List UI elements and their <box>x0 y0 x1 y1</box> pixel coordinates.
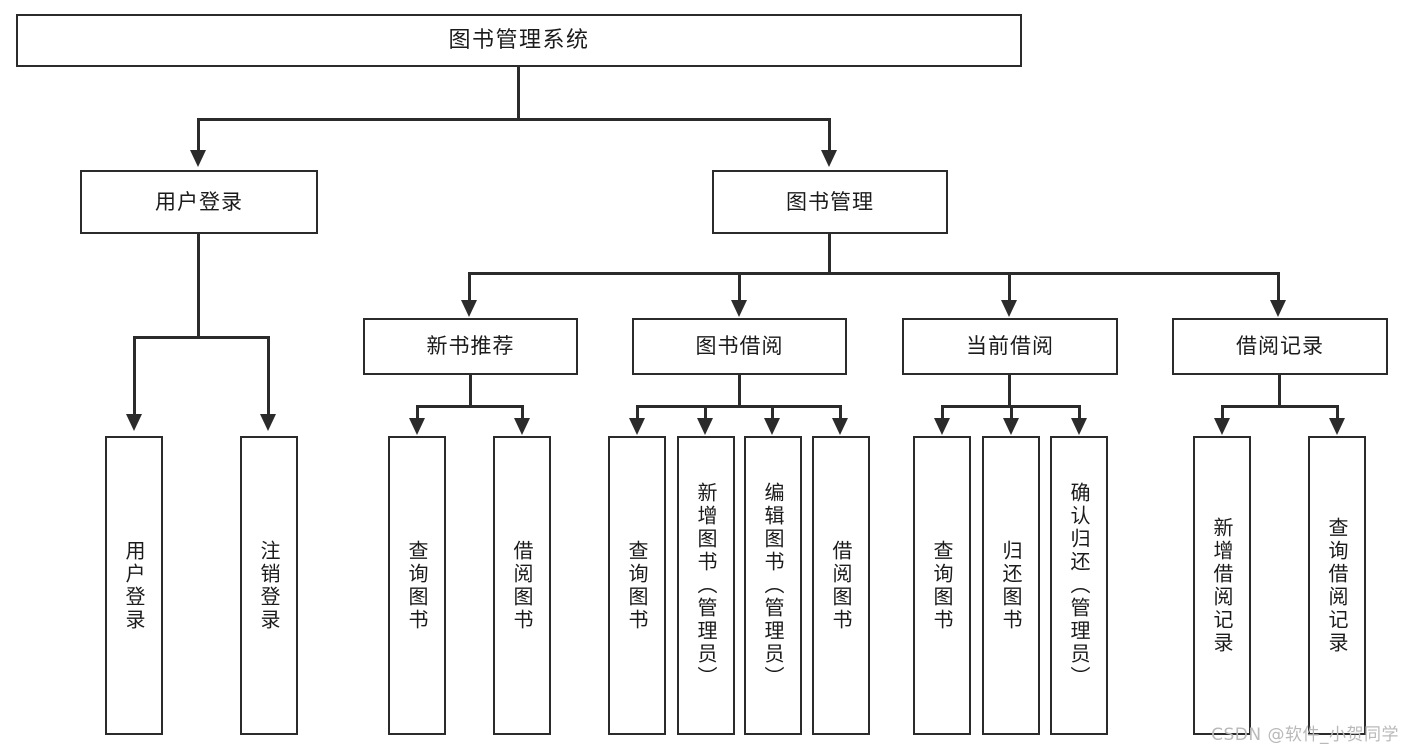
leaf-records-add-record[interactable]: 新增借阅记录 <box>1193 436 1251 735</box>
leaf-user-login-logout[interactable]: 注销登录 <box>240 436 298 735</box>
node-label: 归还图书 <box>999 539 1023 632</box>
arrowhead-leaf-current-1 <box>1003 418 1019 435</box>
node-label: 借阅图书 <box>829 539 853 632</box>
leaf-current-confirm-return[interactable]: 确认归还（管理员） <box>1050 436 1108 735</box>
connector-book-borrow-stem <box>738 375 741 405</box>
arrowhead-book-borrow <box>731 300 747 317</box>
leaf-user-login-login[interactable]: 用户登录 <box>105 436 163 735</box>
arrowhead-new-book <box>461 300 477 317</box>
connector-borrow-records-bar <box>1221 405 1339 408</box>
connector-user-login-bar <box>133 336 269 339</box>
arrowhead-user-login <box>190 150 206 167</box>
connector-to-new-book <box>468 272 471 304</box>
node-label: 新增借阅记录 <box>1210 516 1234 655</box>
node-label: 当前借阅 <box>966 334 1054 359</box>
connector-current-borrow-leaf-1 <box>1010 405 1013 421</box>
leaf-borrow-add-book[interactable]: 新增图书（管理员） <box>677 436 735 735</box>
connector-borrow-records-leaf-1 <box>1336 405 1339 421</box>
connector-level1-bar <box>197 118 830 121</box>
arrowhead-leaf-current-2 <box>1071 418 1087 435</box>
node-label: 用户登录 <box>155 189 243 214</box>
connector-level2-bar <box>468 272 1280 275</box>
leaf-borrow-edit-book[interactable]: 编辑图书（管理员） <box>744 436 802 735</box>
node-label: 图书管理系统 <box>448 27 590 53</box>
arrowhead-leaf-records-0 <box>1214 418 1230 435</box>
node-book-management[interactable]: 图书管理 <box>712 170 948 234</box>
node-user-login[interactable]: 用户登录 <box>80 170 318 234</box>
arrowhead-leaf-records-1 <box>1329 418 1345 435</box>
node-label: 注销登录 <box>257 539 281 632</box>
node-label: 查询图书 <box>625 539 649 632</box>
watermark: CSDN @软件_小贺同学 <box>1211 725 1399 745</box>
connector-borrow-records-leaf-0 <box>1221 405 1224 421</box>
arrowhead-leaf-user-login-1 <box>260 414 276 431</box>
node-label: 图书借阅 <box>695 334 784 359</box>
node-label: 借阅图书 <box>510 539 534 632</box>
leaf-new-book-query[interactable]: 查询图书 <box>388 436 446 735</box>
connector-user-login-leaf-0 <box>133 336 136 418</box>
node-new-book-recommend[interactable]: 新书推荐 <box>363 318 578 375</box>
arrowhead-leaf-book-borrow-3 <box>832 418 848 435</box>
node-label: 用户登录 <box>122 539 146 632</box>
connector-borrow-records-stem <box>1278 375 1281 405</box>
connector-to-current-borrow <box>1008 272 1011 304</box>
connector-new-book-stem <box>469 375 472 405</box>
leaf-new-book-borrow[interactable]: 借阅图书 <box>493 436 551 735</box>
node-book-borrow[interactable]: 图书借阅 <box>632 318 847 375</box>
node-label: 图书管理 <box>786 189 874 214</box>
node-label: 新书推荐 <box>426 334 515 359</box>
arrowhead-leaf-new-book-1 <box>514 418 530 435</box>
connector-book-borrow-leaf-2 <box>771 405 774 421</box>
leaf-records-query-record[interactable]: 查询借阅记录 <box>1308 436 1366 735</box>
node-label: 确认归还（管理员） <box>1067 482 1091 689</box>
node-label: 查询图书 <box>405 539 429 632</box>
node-label: 查询图书 <box>930 539 954 632</box>
arrowhead-leaf-book-borrow-1 <box>697 418 713 435</box>
leaf-current-query-book[interactable]: 查询图书 <box>913 436 971 735</box>
connector-book-borrow-bar <box>636 405 842 408</box>
connector-user-login-stem <box>197 234 200 336</box>
arrowhead-leaf-user-login-0 <box>126 414 142 431</box>
connector-to-book-mgmt <box>828 118 831 154</box>
connector-to-user-login <box>197 118 200 154</box>
connector-root-stem <box>517 67 520 118</box>
arrowhead-current-borrow <box>1001 300 1017 317</box>
arrowhead-leaf-current-0 <box>934 418 950 435</box>
leaf-borrow-query-book[interactable]: 查询图书 <box>608 436 666 735</box>
arrowhead-borrow-records <box>1270 300 1286 317</box>
arrowhead-book-mgmt <box>821 150 837 167</box>
node-label: 新增图书（管理员） <box>694 482 718 689</box>
leaf-borrow-borrow-book[interactable]: 借阅图书 <box>812 436 870 735</box>
node-label: 编辑图书（管理员） <box>761 482 785 689</box>
connector-current-borrow-stem <box>1008 375 1011 405</box>
connector-new-book-bar <box>416 405 524 408</box>
connector-book-borrow-leaf-3 <box>839 405 842 421</box>
arrowhead-leaf-book-borrow-2 <box>764 418 780 435</box>
connector-new-book-leaf-1 <box>521 405 524 421</box>
node-label: 查询借阅记录 <box>1325 516 1349 655</box>
connector-user-login-leaf-1 <box>267 336 270 418</box>
connector-current-borrow-leaf-2 <box>1078 405 1081 421</box>
node-root-system[interactable]: 图书管理系统 <box>16 14 1022 67</box>
connector-new-book-leaf-0 <box>416 405 419 421</box>
connector-book-borrow-leaf-1 <box>704 405 707 421</box>
leaf-current-return-book[interactable]: 归还图书 <box>982 436 1040 735</box>
connector-to-borrow-records <box>1277 272 1280 304</box>
connector-to-book-borrow <box>738 272 741 304</box>
connector-book-borrow-leaf-0 <box>636 405 639 421</box>
node-label: 借阅记录 <box>1236 334 1324 359</box>
arrowhead-leaf-book-borrow-0 <box>629 418 645 435</box>
node-current-borrow[interactable]: 当前借阅 <box>902 318 1118 375</box>
node-borrow-records[interactable]: 借阅记录 <box>1172 318 1388 375</box>
connector-book-mgmt-stem <box>828 234 831 272</box>
arrowhead-leaf-new-book-0 <box>409 418 425 435</box>
connector-current-borrow-leaf-0 <box>941 405 944 421</box>
